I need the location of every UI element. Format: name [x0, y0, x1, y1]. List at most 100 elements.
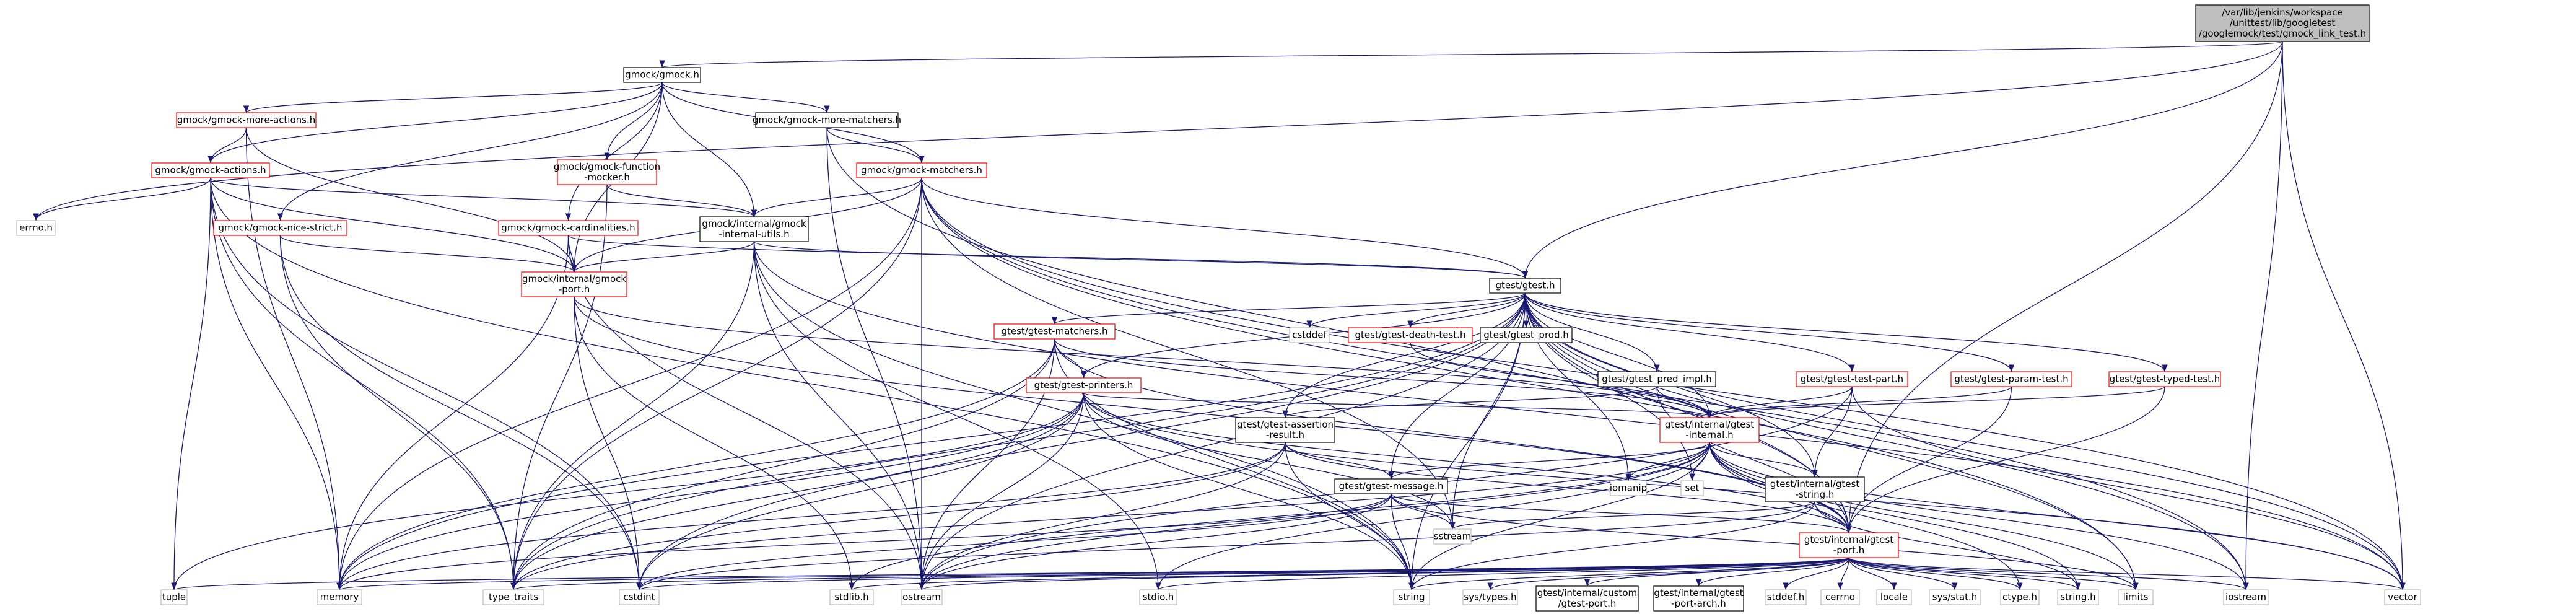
node-string[interactable]: string: [1393, 589, 1430, 605]
edge-gtest-to-string: [1408, 292, 1526, 590]
node-param_test[interactable]: gtest/gtest-param-test.h: [1950, 371, 2072, 387]
node-cstdint[interactable]: cstdint: [619, 589, 660, 605]
node-sstream[interactable]: sstream: [1433, 528, 1472, 545]
node-func_mocker[interactable]: gmock/gmock-function-mocker.h: [554, 159, 660, 185]
node-label-line: type_traits: [489, 592, 538, 603]
edge-gtest_internal-to-limits: [1709, 442, 2139, 590]
node-box: [2000, 589, 2040, 605]
node-errno[interactable]: errno.h: [16, 220, 56, 236]
node-cardinalities[interactable]: gmock/gmock-cardinalities.h: [498, 220, 639, 236]
edge-root-to-gtest_port: [1846, 41, 2283, 533]
node-label-line: gtest/gtest-assertion: [1237, 419, 1334, 430]
edge-gtest_port-to-vector: [1848, 557, 2406, 590]
edge-gtest_port-to-port_arch: [1695, 557, 1849, 587]
edge-gtest_internal-to-ctype: [1709, 442, 2023, 590]
node-stdlib[interactable]: stdlib.h: [829, 589, 874, 605]
node-gtest_prod[interactable]: gtest/gtest_prod.h: [1480, 327, 1573, 343]
edge-assertion_result-to-type_traits: [510, 442, 1286, 590]
edge-gtest_string-to-string_h: [1814, 501, 2081, 590]
node-message[interactable]: gtest/gtest-message.h: [1334, 478, 1448, 494]
edge-actions-to-tuple: [171, 177, 211, 590]
node-box: [901, 589, 943, 605]
edge-more_actions-to-memory: [245, 127, 343, 590]
edge-param_test-to-gtest_internal: [1706, 386, 2012, 418]
node-cerrno[interactable]: cerrno: [1820, 589, 1860, 605]
node-label-line: gtest/internal/gtest: [1654, 587, 1743, 599]
node-ostream[interactable]: ostream: [901, 589, 943, 605]
edge-printers-to-tuple: [171, 392, 1085, 590]
node-stdio[interactable]: stdio.h: [1139, 589, 1177, 605]
node-ctype[interactable]: ctype.h: [2000, 589, 2040, 605]
node-label-line: gmock/gmock-more-actions.h: [177, 115, 315, 126]
node-root[interactable]: /var/lib/jenkins/workspace/unittest/lib/…: [2195, 4, 2370, 42]
node-string_h[interactable]: string.h: [2057, 589, 2099, 605]
node-gtest_port[interactable]: gtest/internal/gtest-port.h: [1799, 532, 1899, 558]
node-box: [482, 589, 544, 605]
node-box: [176, 112, 317, 128]
edge-pred_impl-to-assertion_result: [1282, 386, 1657, 418]
node-type_traits[interactable]: type_traits: [482, 589, 544, 605]
node-matchers[interactable]: gmock/gmock-matchers.h: [856, 162, 987, 178]
node-box: [1765, 589, 1807, 605]
node-stddef[interactable]: stddef.h: [1765, 589, 1807, 605]
node-label-line: gtest/gtest-test-part.h: [1801, 374, 1903, 385]
node-label-line: gtest/gtest-param-test.h: [1954, 374, 2068, 385]
node-label-line: -port.h: [559, 284, 590, 295]
node-set[interactable]: set: [1680, 480, 1704, 496]
node-sys_types[interactable]: sys/types.h: [1462, 589, 1518, 605]
node-iomanip[interactable]: iomanip: [1610, 480, 1647, 496]
edge-gtest_port-to-ctype: [1848, 557, 2023, 590]
node-port_arch[interactable]: gtest/internal/gtest-port-arch.h: [1653, 585, 1744, 612]
node-custom_port[interactable]: gtest/internal/custom/gtest-port.h: [1535, 585, 1639, 612]
edge-gmock_port-to-gtest_internal: [574, 296, 1713, 418]
node-gmock_port[interactable]: gmock/internal/gmock-port.h: [521, 271, 627, 297]
node-label-line: gtest/internal/gtest: [1804, 534, 1893, 545]
node-assertion_result[interactable]: gtest/gtest-assertion-result.h: [1235, 417, 1335, 443]
node-internal_utils[interactable]: gmock/internal/gmock-internal-utils.h: [699, 216, 809, 242]
edge-internal_utils-to-ostream: [753, 241, 925, 590]
edge-gtest-to-pred_impl: [1524, 292, 1660, 372]
edge-root-to-vector: [2282, 41, 2406, 590]
node-printers[interactable]: gtest/gtest-printers.h: [1026, 377, 1142, 393]
node-box: [993, 323, 1116, 340]
node-gtest_matchers[interactable]: gtest/gtest-matchers.h: [993, 323, 1116, 340]
node-box: [1820, 589, 1860, 605]
node-actions[interactable]: gmock/gmock-actions.h: [151, 162, 270, 178]
node-iostream[interactable]: iostream: [2223, 589, 2269, 605]
node-label-line: locale: [1880, 592, 1908, 603]
node-box: [1653, 585, 1744, 612]
edge-nice_strict-to-type_traits: [279, 235, 517, 590]
node-cstddef[interactable]: cstddef: [1289, 327, 1330, 343]
node-label-line: set: [1685, 483, 1700, 494]
edge-more_actions-to-actions: [207, 127, 247, 164]
edge-printers-to-type_traits: [510, 392, 1085, 590]
node-nice_strict[interactable]: gmock/gmock-nice-strict.h: [213, 220, 347, 236]
node-gtest[interactable]: gtest/gtest.h: [1489, 278, 1561, 294]
node-label-line: gmock/gmock.h: [625, 69, 699, 81]
node-vector[interactable]: vector: [2384, 589, 2421, 605]
node-memory[interactable]: memory: [317, 589, 362, 605]
edge-gtest_port-to-string_h: [1848, 557, 2081, 590]
node-locale[interactable]: locale: [1876, 589, 1912, 605]
node-sys_stat[interactable]: sys/stat.h: [1929, 589, 1981, 605]
edge-gtest-to-death_test: [1407, 292, 1526, 328]
node-gtest_internal[interactable]: gtest/internal/gtest-internal.h: [1659, 417, 1760, 443]
node-label-line: memory: [320, 592, 359, 603]
node-more_actions[interactable]: gmock/gmock-more-actions.h: [176, 112, 317, 128]
edge-cardinalities-to-gtest: [567, 235, 1528, 279]
node-gmock[interactable]: gmock/gmock.h: [623, 67, 701, 83]
edge-gmock_port-to-cstdint: [574, 296, 642, 590]
edge-more_matchers-to-ostream: [826, 127, 925, 590]
node-limits[interactable]: limits: [2118, 589, 2154, 605]
node-gtest_string[interactable]: gtest/internal/gtest-string.h: [1765, 476, 1865, 502]
node-pred_impl[interactable]: gtest/gtest_pred_impl.h: [1597, 371, 1716, 387]
node-test_part[interactable]: gtest/gtest-test-part.h: [1796, 371, 1908, 387]
node-box: [498, 220, 639, 236]
node-more_matchers[interactable]: gmock/gmock-more-matchers.h: [753, 112, 901, 128]
edge-internal_utils-to-gtest: [753, 241, 1528, 279]
edge-gtest-to-type_traits: [510, 292, 1526, 590]
node-tuple[interactable]: tuple: [160, 589, 188, 605]
node-death_test[interactable]: gtest/gtest-death-test.h: [1348, 327, 1473, 343]
node-typed_test[interactable]: gtest/gtest-typed-test.h: [2108, 371, 2221, 387]
